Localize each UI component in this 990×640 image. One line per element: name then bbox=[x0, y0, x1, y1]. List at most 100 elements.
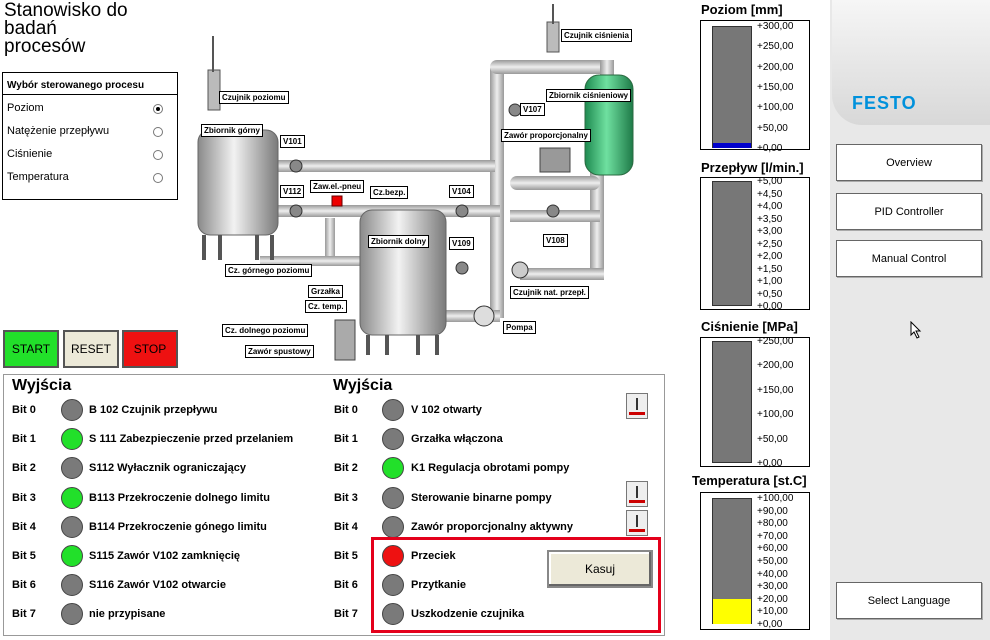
process-diagram bbox=[197, 4, 634, 361]
label-czujnik-poziomu: Czujnik poziomu bbox=[219, 91, 289, 104]
process-select-header: Wybór sterowanego procesu bbox=[3, 73, 177, 95]
status-led bbox=[61, 603, 83, 626]
gauge-tick-label: +300,00 bbox=[757, 21, 794, 32]
page-title: Stanowisko do badań procesów bbox=[4, 0, 128, 57]
label-cz-dolnego-poziomu: Cz. dolnego poziomu bbox=[222, 324, 309, 337]
label-zaw-el-pneu: Zaw.el.-pneu bbox=[310, 180, 365, 193]
label-v109: V109 bbox=[449, 237, 474, 250]
radio-cisnienie[interactable] bbox=[153, 150, 163, 160]
radio-temperatura[interactable] bbox=[153, 173, 163, 183]
option-poziom[interactable]: Poziom bbox=[7, 102, 44, 114]
process-select-panel: Wybór sterowanego procesu Poziom Natężen… bbox=[2, 72, 178, 200]
gauge-tick-label: +100,00 bbox=[757, 493, 794, 504]
status-led bbox=[61, 545, 83, 567]
upper-tank bbox=[197, 129, 279, 236]
gauge-tick-label: +0,00 bbox=[757, 301, 783, 312]
bit-label: Bit 2 bbox=[334, 462, 358, 475]
gauge-tick-label: +40,00 bbox=[757, 569, 788, 580]
option-cisnienie[interactable]: Ciśnienie bbox=[7, 148, 53, 160]
gauge-tick-label: +3,50 bbox=[757, 214, 783, 225]
status-led bbox=[61, 515, 83, 538]
gauge-tick-label: +50,00 bbox=[757, 434, 788, 445]
gauge-bar bbox=[712, 181, 752, 306]
nav-pid-controller-button[interactable]: PID Controller bbox=[836, 193, 982, 230]
gauge-tick-label: +200,00 bbox=[757, 62, 794, 73]
gauge-tick-label: +80,00 bbox=[757, 518, 788, 529]
bit-description: Zawór proporcjonalny aktywny bbox=[411, 520, 573, 533]
gauge-tick-label: +5,00 bbox=[757, 176, 783, 187]
select-language-button[interactable]: Select Language bbox=[836, 582, 982, 619]
gauge-tick-label: +0,50 bbox=[757, 289, 783, 300]
radio-natezenie[interactable] bbox=[153, 127, 163, 137]
status-led bbox=[382, 486, 404, 509]
label-czujnik-nat-przepl: Czujnik nat. przepł. bbox=[510, 286, 589, 299]
gauge-tick-label: +60,00 bbox=[757, 543, 788, 554]
reset-button[interactable]: RESET bbox=[63, 330, 119, 368]
stop-button[interactable]: STOP bbox=[122, 330, 178, 368]
gauge-bar bbox=[712, 341, 752, 463]
bit-label: Bit 1 bbox=[334, 433, 358, 446]
bit-description: Sterowanie binarne pompy bbox=[411, 491, 552, 504]
gauge-tick-label: +0,00 bbox=[757, 143, 783, 154]
bit-label: Bit 5 bbox=[334, 550, 358, 562]
gauge-tick-label: +0,00 bbox=[757, 619, 783, 630]
status-led bbox=[61, 574, 83, 597]
gauge-tick-label: +1,00 bbox=[757, 276, 783, 287]
nav-overview-button[interactable]: Overview bbox=[836, 144, 982, 181]
gauge-tick-label: +2,50 bbox=[757, 239, 783, 250]
gauge-title: Poziom [mm] bbox=[701, 2, 783, 17]
pump-icon bbox=[473, 305, 495, 327]
toggle-bit0-button[interactable] bbox=[626, 393, 648, 419]
mouse-cursor-icon bbox=[910, 321, 922, 339]
gauge-title: Temperatura [st.C] bbox=[692, 473, 807, 488]
status-led bbox=[382, 428, 404, 451]
label-v107: V107 bbox=[520, 103, 545, 116]
label-v104: V104 bbox=[449, 185, 474, 198]
pipe-main-vertical bbox=[490, 68, 504, 318]
gauge-bar bbox=[712, 26, 752, 148]
festo-logo: FESTO bbox=[852, 93, 917, 113]
bit-description: B114 Przekroczenie gónego limitu bbox=[89, 520, 267, 533]
nav-manual-control-button[interactable]: Manual Control bbox=[836, 240, 982, 277]
label-v112: V112 bbox=[280, 185, 305, 198]
bit-description: Przeciek bbox=[411, 550, 456, 562]
start-button[interactable]: START bbox=[3, 330, 59, 368]
bit-label: Bit 4 bbox=[12, 520, 36, 533]
bit-description: S 111 Zabezpieczenie przed przelaniem bbox=[89, 433, 294, 446]
toggle-bit4-button[interactable] bbox=[626, 510, 648, 536]
option-temperatura[interactable]: Temperatura bbox=[7, 171, 69, 183]
label-cz-bezp: Cz.bezp. bbox=[370, 186, 409, 199]
kasuj-button[interactable]: Kasuj bbox=[547, 550, 653, 588]
bit-label: Bit 6 bbox=[334, 579, 358, 592]
outputs-right-header: Wyjścia bbox=[333, 377, 393, 394]
status-led bbox=[382, 457, 404, 480]
lower-tank bbox=[359, 209, 447, 336]
gauge-tick-label: +30,00 bbox=[757, 581, 788, 592]
label-zawor-proporcjonalny: Zawór proporcjonalny bbox=[501, 129, 592, 142]
radio-poziom[interactable] bbox=[153, 104, 163, 114]
gauge-tick-label: +100,00 bbox=[757, 409, 794, 420]
bit-description: B113 Przekroczenie dolnego limitu bbox=[89, 491, 270, 504]
status-led bbox=[61, 399, 83, 421]
status-led bbox=[382, 545, 404, 567]
gauge-tick-label: +100,00 bbox=[757, 102, 794, 113]
label-zbiornik-dolny: Zbiornik dolny bbox=[368, 235, 430, 248]
gauge-title: Ciśnienie [MPa] bbox=[701, 319, 798, 334]
bit-label: Bit 7 bbox=[12, 608, 36, 621]
toggle-bit3-button[interactable] bbox=[626, 481, 648, 507]
bit-label: Bit 2 bbox=[12, 462, 36, 475]
gauge-tick-label: +4,50 bbox=[757, 189, 783, 200]
gauge-tick-label: +70,00 bbox=[757, 531, 788, 542]
status-led bbox=[382, 515, 404, 538]
label-v101: V101 bbox=[280, 135, 305, 148]
gauge-tick-label: +250,00 bbox=[757, 41, 794, 52]
bit-label: Bit 0 bbox=[12, 404, 36, 416]
bit-description: nie przypisane bbox=[89, 608, 166, 621]
bit-label: Bit 7 bbox=[334, 608, 358, 621]
gauge-tick-label: +250,00 bbox=[757, 336, 794, 347]
option-natezenie[interactable]: Natężenie przepływu bbox=[7, 125, 110, 137]
gauge-tick-label: +90,00 bbox=[757, 506, 788, 517]
bit-description: S112 Wyłacznik ograniczający bbox=[89, 462, 246, 475]
status-led bbox=[382, 574, 404, 597]
label-cz-gornego-poziomu: Cz. górnego poziomu bbox=[225, 264, 313, 277]
